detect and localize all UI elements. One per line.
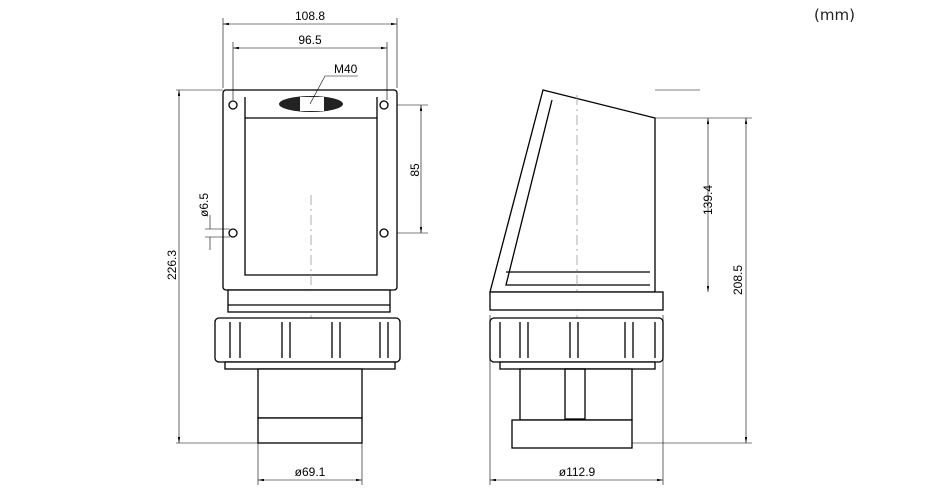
- nut-collar: [499, 361, 656, 370]
- hood-inner-edge: [505, 99, 650, 286]
- unit-label: (mm): [814, 6, 855, 24]
- stem: [519, 368, 633, 421]
- mounting-hole: [228, 100, 238, 110]
- dim-width-holes: 96.5: [298, 33, 322, 47]
- stem: [257, 368, 363, 419]
- dim-total-height-front: 226.3: [165, 250, 179, 280]
- nut-collar: [224, 361, 396, 370]
- leader-lines: [209, 75, 358, 250]
- front-view: 108.8 96.5 M40 85 ø6.5 226.3 ø69.1: [165, 9, 428, 485]
- dim-hole-diameter: ø6.5: [197, 193, 211, 217]
- nut: [214, 317, 401, 363]
- dim-hood-height: 139.4: [701, 185, 715, 215]
- side-view: 139.4 208.5 ø112.9: [489, 89, 752, 485]
- dim-nut-diameter: ø112.9: [559, 465, 596, 479]
- cable-entry-opening: [300, 97, 324, 111]
- extension-lines: [176, 18, 428, 485]
- dim-total-height-side: 208.5: [731, 265, 745, 295]
- mounting-hole: [379, 100, 389, 110]
- base: [257, 417, 363, 444]
- mounting-hole: [379, 228, 389, 238]
- dim-base-diameter: ø69.1: [295, 465, 326, 479]
- hood: [489, 89, 656, 293]
- flange: [489, 291, 664, 311]
- flange: [227, 289, 391, 313]
- nut-ribs: [229, 322, 389, 358]
- inner-panel: [244, 97, 378, 276]
- enclosure-body: [222, 89, 398, 291]
- nut: [489, 317, 664, 363]
- base: [511, 419, 633, 449]
- extension-lines: [489, 89, 752, 485]
- dim-width-outer: 108.8: [295, 9, 325, 23]
- nut-ribs: [499, 322, 656, 358]
- dim-hole-spacing: 85: [408, 163, 422, 177]
- pin: [564, 368, 586, 420]
- mounting-hole: [228, 228, 238, 238]
- dim-thread: M40: [334, 62, 358, 76]
